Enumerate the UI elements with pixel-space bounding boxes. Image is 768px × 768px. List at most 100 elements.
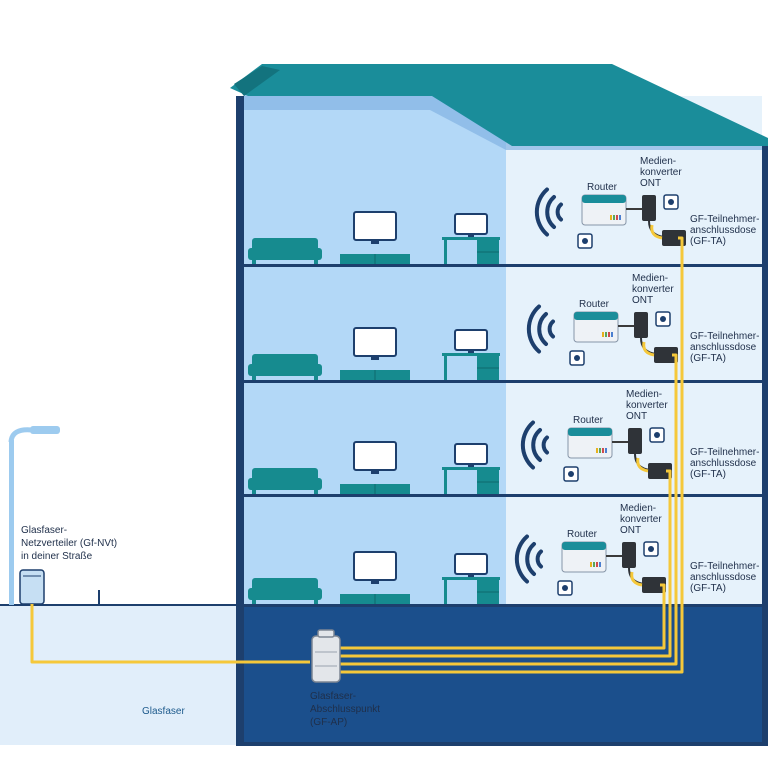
media-converter-label-1: Medien- bbox=[632, 273, 668, 284]
router-top bbox=[582, 195, 626, 203]
router-led bbox=[611, 332, 613, 337]
outlet-body bbox=[648, 463, 672, 479]
power-socket-icon bbox=[569, 350, 585, 366]
outlet-body bbox=[662, 230, 686, 246]
media-converter-label-3: ONT bbox=[620, 525, 641, 536]
ground-fiber-label: Glasfaser bbox=[142, 706, 185, 717]
distributor-label-line-3: in deiner Straße bbox=[21, 551, 93, 562]
outlet-label-1: GF-Teilnehmer- bbox=[690, 561, 759, 572]
access-point bbox=[311, 629, 341, 683]
tv-screen bbox=[353, 551, 397, 581]
wifi-arc-2 bbox=[531, 428, 542, 462]
wifi-arc-1 bbox=[535, 549, 543, 569]
outlet-label-2: anschlussdose bbox=[690, 458, 757, 469]
outlet-patch-fiber bbox=[636, 457, 649, 473]
socket-hole bbox=[574, 355, 580, 361]
wifi-arc-2 bbox=[545, 195, 556, 229]
wifi-arc-1 bbox=[541, 435, 549, 455]
media-converter-label-1: Medien- bbox=[626, 389, 662, 400]
floor-slab-1 bbox=[238, 264, 768, 267]
sofa-leg-right bbox=[314, 489, 318, 494]
fiber-cables bbox=[30, 236, 684, 674]
power-socket-icon bbox=[557, 580, 573, 596]
roof bbox=[230, 64, 768, 146]
router-top bbox=[574, 312, 618, 320]
socket-hole bbox=[568, 471, 574, 477]
desk-monitor-neck bbox=[468, 350, 474, 354]
tv-screen bbox=[353, 211, 397, 241]
wifi-arc-2 bbox=[537, 312, 548, 346]
router-top bbox=[568, 428, 612, 436]
power-socket-icon bbox=[655, 311, 671, 327]
router-led bbox=[596, 448, 598, 453]
floor-3: RouterMedien-konverterONTGF-Teilnehmer-a… bbox=[248, 389, 759, 494]
sofa-icon bbox=[248, 468, 322, 494]
ap-body bbox=[311, 635, 341, 683]
router-led bbox=[599, 448, 601, 453]
outlet-body bbox=[642, 577, 666, 593]
sofa-icon bbox=[248, 238, 322, 264]
router-led bbox=[616, 215, 618, 220]
outlet-label-1: GF-Teilnehmer- bbox=[690, 447, 759, 458]
sofa-leg-left bbox=[252, 489, 256, 494]
access-point-label-line-3: (GF-AP) bbox=[310, 717, 348, 728]
sofa-icon bbox=[248, 578, 322, 604]
ap-cap bbox=[317, 629, 335, 638]
ont-body bbox=[634, 312, 648, 338]
ont-body bbox=[622, 542, 636, 568]
desk-monitor-neck bbox=[468, 234, 474, 238]
access-point-box-icon bbox=[311, 629, 341, 683]
wifi-arc-3 bbox=[526, 304, 541, 354]
outlet-label-1: GF-Teilnehmer- bbox=[690, 331, 759, 342]
desk-monitor-neck bbox=[468, 574, 474, 578]
desk-leg bbox=[444, 356, 447, 380]
desk-monitor-icon bbox=[442, 443, 500, 494]
street-lamp-icon bbox=[8, 426, 60, 605]
fiber-to-floor-4 bbox=[340, 583, 666, 650]
outlet-patch-fiber bbox=[642, 341, 655, 357]
distributor-label-line-2: Netzverteiler (Gf-NVt) bbox=[21, 538, 118, 549]
desk-monitor bbox=[454, 443, 488, 465]
desk-monitor bbox=[454, 329, 488, 351]
desk-monitor-icon bbox=[442, 329, 500, 380]
socket-hole bbox=[654, 432, 660, 438]
router-led bbox=[599, 562, 601, 567]
sofa-seat bbox=[248, 588, 322, 600]
power-socket-icon bbox=[649, 427, 665, 443]
router-top bbox=[562, 542, 606, 550]
sofa-leg-left bbox=[252, 599, 256, 604]
tv-screen bbox=[353, 441, 397, 471]
sofa-leg-left bbox=[252, 259, 256, 264]
power-socket-icon bbox=[577, 233, 593, 249]
wifi-arc-3 bbox=[514, 534, 529, 584]
tv-screen bbox=[353, 327, 397, 357]
router-label: Router bbox=[579, 299, 610, 310]
tv-neck bbox=[371, 240, 379, 244]
floor-4: RouterMedien-konverterONTGF-Teilnehmer-a… bbox=[248, 503, 759, 604]
fiber-to-floor-3 bbox=[340, 469, 672, 658]
access-point-label-line-2: Abschlusspunkt bbox=[310, 704, 381, 715]
media-converter-label-3: ONT bbox=[626, 411, 647, 422]
router-led bbox=[619, 215, 621, 220]
sofa-leg-right bbox=[314, 599, 318, 604]
outlet-label-2: anschlussdose bbox=[690, 342, 757, 353]
media-converter-label-3: ONT bbox=[632, 295, 653, 306]
floor-slab-2 bbox=[238, 380, 768, 383]
media-converter-label-1: Medien- bbox=[620, 503, 656, 514]
wifi-waves-icon bbox=[534, 187, 563, 237]
outlet-label-2: anschlussdose bbox=[690, 225, 757, 236]
router-led bbox=[593, 562, 595, 567]
media-converter-label-2: konverter bbox=[632, 284, 674, 295]
media-converter-label-2: konverter bbox=[640, 167, 682, 178]
wifi-waves-icon bbox=[526, 304, 555, 354]
sofa-icon bbox=[248, 354, 322, 380]
tv-icon bbox=[340, 441, 410, 494]
router-led bbox=[610, 215, 612, 220]
floor-1: RouterMedien-konverterONTGF-Teilnehmer-a… bbox=[248, 156, 759, 264]
fiber-outlet-icon bbox=[642, 341, 678, 363]
sofa-seat bbox=[248, 248, 322, 260]
wifi-arc-3 bbox=[520, 420, 535, 470]
sofa-leg-left bbox=[252, 375, 256, 380]
lamp-arm bbox=[8, 427, 33, 443]
